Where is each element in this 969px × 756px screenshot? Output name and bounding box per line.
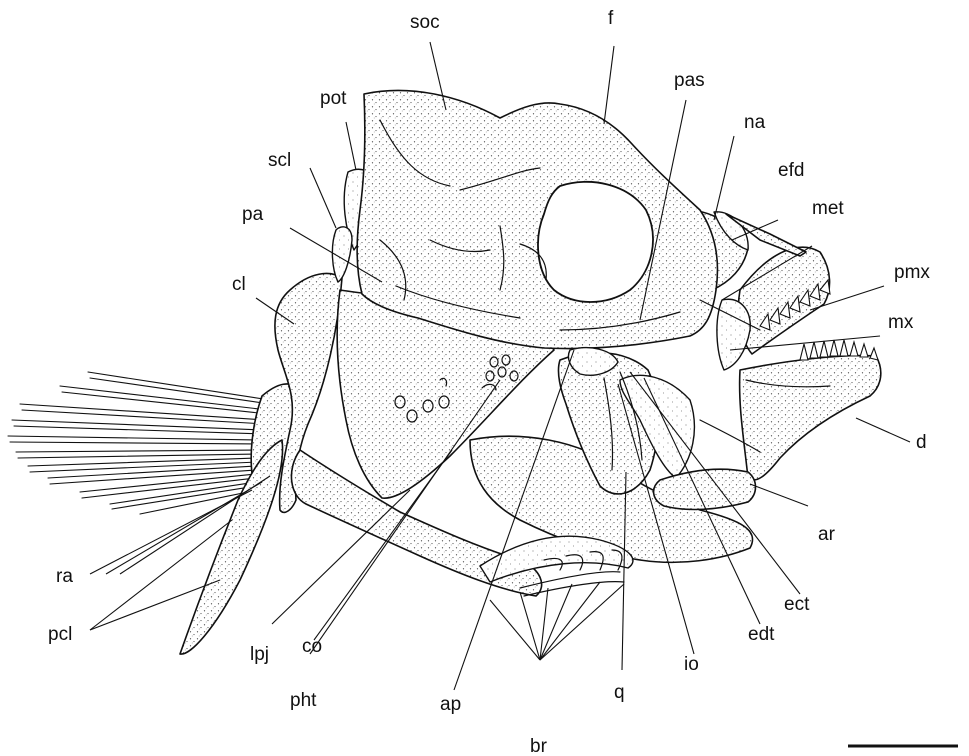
label-q: q [614,682,625,703]
dentary [740,356,881,480]
label-ra: ra [56,566,73,587]
label-br: br [530,736,548,756]
label-pcl: pcl [48,624,72,645]
label-soc: soc [410,12,440,33]
label-d: d [916,432,927,453]
label-pas: pas [674,70,705,91]
label-na: na [744,112,766,133]
label-ar: ar [818,524,836,545]
label-pht: pht [290,690,317,711]
label-efd: efd [778,160,804,181]
label-ect: ect [784,594,810,615]
skull-drawing [8,90,881,654]
label-lpj: lpj [250,644,269,665]
maxilla [717,299,750,370]
orbit [538,182,653,302]
label-cl: cl [232,274,246,295]
label-met: met [812,198,844,219]
label-scl: scl [268,150,291,171]
label-f: f [608,8,614,29]
label-pmx: pmx [894,262,930,283]
label-io: io [684,654,699,675]
label-co: co [302,636,322,657]
neurocranium [357,90,717,348]
label-ap: ap [440,694,461,715]
label-mx: mx [888,312,914,333]
fin-rays [8,372,270,514]
label-edt: edt [748,624,775,645]
label-pa: pa [242,204,264,225]
articular [654,469,756,509]
label-pot: pot [320,88,347,109]
